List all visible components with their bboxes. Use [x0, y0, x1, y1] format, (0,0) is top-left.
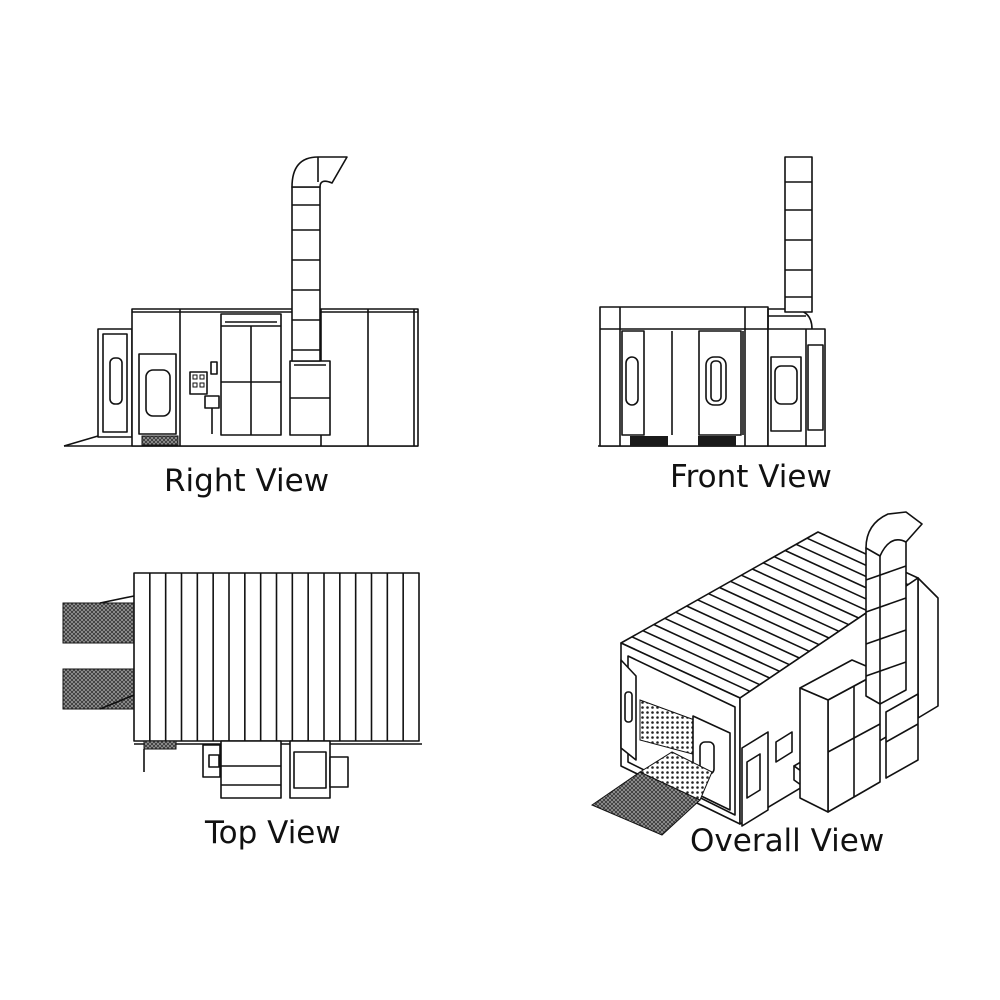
iso-roof-panel-seam — [697, 599, 810, 653]
iso-roof-panel-seam — [773, 555, 879, 606]
top-view-drawing — [62, 572, 422, 799]
right-view-drawing — [63, 156, 419, 447]
iso-roof-panel-seam — [675, 611, 790, 666]
iso-roof-panel-seam — [653, 623, 771, 679]
iso-roof-panel-seam — [730, 580, 840, 633]
iso-roof-panel-seam — [719, 586, 830, 639]
top-view-label: Top View — [205, 815, 341, 851]
iso-roof-panel-seam — [664, 617, 780, 673]
overall-view-drawing — [590, 511, 939, 836]
iso-roof-panel-seam — [686, 605, 800, 659]
front-view-label: Front View — [670, 459, 832, 495]
right-view-label: Right View — [164, 463, 330, 499]
iso-roof-panel-seam — [642, 629, 761, 686]
iso-roof-panel-seam — [631, 636, 751, 693]
front-view-drawing — [598, 156, 826, 447]
iso-roof-panel-seam — [762, 562, 869, 613]
iso-roof-panel-seam — [751, 568, 860, 619]
iso-roof-panel-seam — [741, 574, 850, 626]
overall-view-label: Overall View — [690, 823, 885, 859]
iso-roof-panel-seam — [708, 592, 820, 646]
